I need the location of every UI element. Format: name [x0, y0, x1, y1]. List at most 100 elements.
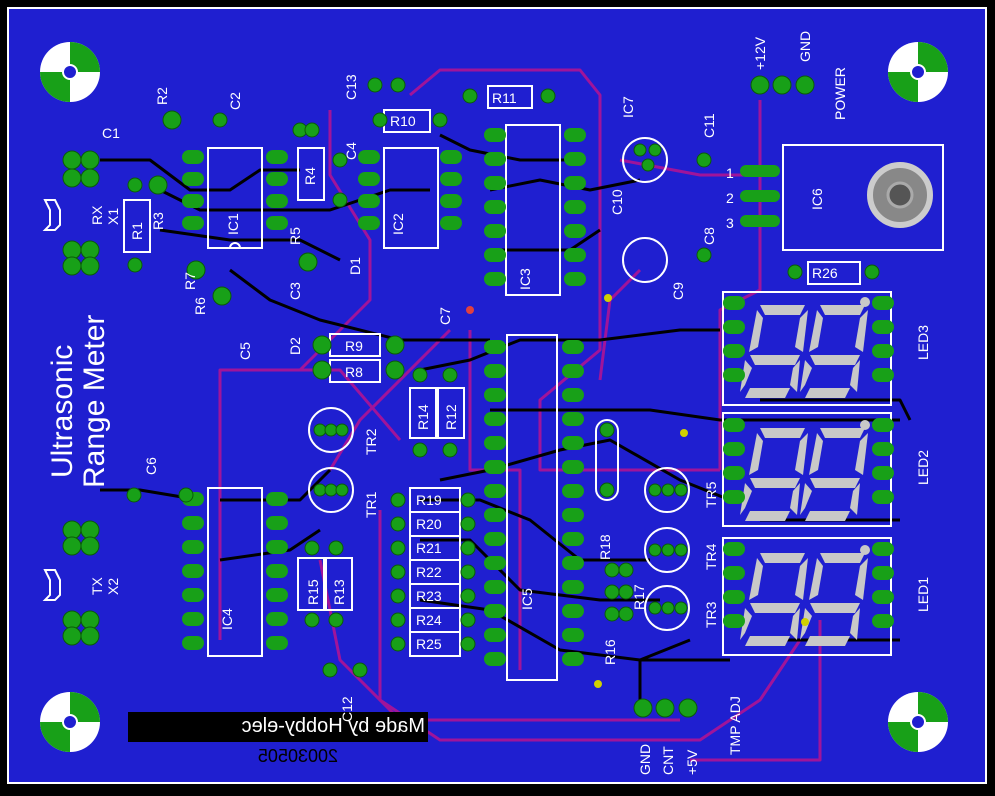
c4-label: C4 [343, 142, 359, 160]
pin1-label: 1 [726, 165, 734, 181]
made-by-box [128, 712, 428, 742]
r19-label: R19 [416, 492, 442, 508]
svg-text:Range Meter: Range Meter [78, 315, 111, 488]
r22-label: R22 [416, 564, 442, 580]
ic3-label: IC3 [517, 268, 533, 290]
pin2-label: 2 [726, 190, 734, 206]
r7-label: R7 [182, 272, 198, 290]
tmp-adj-label: TMP ADJ [727, 696, 743, 755]
gnd-bottom-label: GND [637, 744, 653, 775]
plus5v-label: +5V [684, 749, 700, 775]
r16-label: R16 [602, 639, 618, 665]
r11-label: R11 [492, 90, 517, 106]
r4-label: R4 [302, 167, 318, 185]
c3-label: C3 [287, 282, 303, 300]
r8-label: R8 [345, 364, 363, 380]
ic1-outline [207, 147, 263, 249]
r25-label: R25 [416, 636, 442, 652]
led1-label: LED1 [915, 577, 931, 612]
r15-label: R15 [305, 579, 321, 605]
led2-label: LED2 [915, 450, 931, 485]
ic6-label: IC6 [809, 188, 825, 210]
c13-label: C13 [343, 74, 359, 100]
led2-display [722, 412, 892, 527]
r14-label: R14 [415, 404, 431, 430]
r5-label: R5 [287, 227, 303, 245]
c9-label: C9 [670, 282, 686, 300]
c1-label: C1 [102, 125, 120, 141]
ic3-outline [505, 124, 561, 296]
r13-label: R13 [331, 579, 347, 605]
r18-label: R18 [597, 534, 613, 560]
cnt-label: CNT [660, 746, 676, 775]
transistors [308, 137, 690, 631]
r12-label: R12 [443, 404, 459, 430]
c11-label: C11 [701, 113, 717, 138]
mounting-hole-top-right [888, 42, 948, 102]
tx-label: TX [89, 576, 105, 595]
ic2-outline [383, 147, 439, 249]
ic6-regulator [782, 144, 944, 251]
r24-label: R24 [416, 612, 442, 628]
c8-label: C8 [701, 227, 717, 245]
mounting-hole-bottom-left [40, 692, 100, 752]
ic7-label: IC7 [620, 96, 636, 118]
led3-display [722, 291, 892, 406]
ic2-label: IC2 [390, 213, 406, 235]
r17-label: R17 [631, 584, 647, 610]
board-title-line2: Range Meter [78, 315, 111, 488]
mounting-hole-bottom-right [888, 692, 948, 752]
resistor-bank [123, 85, 861, 657]
r1-label: R1 [129, 222, 145, 240]
r20-label: R20 [416, 516, 442, 532]
svg-text:Made by Hobby-elec: Made by Hobby-elec [242, 715, 425, 737]
ic4-outline [207, 487, 263, 657]
r23-label: R23 [416, 588, 442, 604]
r21-label: R21 [416, 540, 442, 556]
ic5-label: IC5 [519, 588, 535, 610]
r26-label: R26 [812, 265, 838, 281]
c7-label: C7 [437, 307, 453, 325]
plus12v-label: +12V [752, 36, 768, 70]
rx-label: RX [89, 205, 105, 225]
svg-text:Ultrasonic: Ultrasonic [46, 345, 79, 478]
r2-label: R2 [154, 87, 170, 105]
svg-text:20030505: 20030505 [258, 746, 338, 766]
c10-label: C10 [609, 189, 625, 215]
d2-label: D2 [287, 337, 303, 355]
power-label: POWER [832, 67, 848, 120]
ic1-label: IC1 [225, 213, 241, 235]
ic-pads [182, 128, 894, 666]
c2-label: C2 [227, 92, 243, 110]
rx-transducer-symbol [42, 199, 61, 231]
date-label: 20030505 [258, 746, 338, 766]
tx-transducer-symbol [42, 569, 61, 601]
c12-label: C12 [339, 696, 355, 722]
mounting-hole-top-left [40, 42, 100, 102]
tr1-label: TR1 [363, 491, 379, 518]
gnd-top-label: GND [797, 31, 813, 62]
crystal [595, 419, 619, 501]
made-by-label: Made by Hobby-elec [242, 715, 425, 737]
board-title-line1: Ultrasonic [46, 345, 79, 478]
date-box [232, 742, 342, 768]
tr5-label: TR5 [703, 481, 719, 508]
c5-label: C5 [237, 342, 253, 360]
tr2-label: TR2 [363, 428, 379, 455]
d1-label: D1 [347, 257, 363, 275]
r9-label: R9 [345, 338, 363, 354]
r6-label: R6 [192, 297, 208, 315]
tr3-label: TR3 [703, 601, 719, 628]
c6-label: C6 [143, 457, 159, 475]
ic5-outline [506, 334, 558, 681]
vias [466, 294, 809, 688]
x2-label: X2 [105, 578, 121, 595]
tr4-label: TR4 [703, 543, 719, 570]
pin3-label: 3 [726, 215, 734, 231]
round-pads [62, 75, 880, 718]
ic4-label: IC4 [219, 608, 235, 630]
r10-label: R10 [390, 113, 416, 129]
led3-label: LED3 [915, 325, 931, 360]
